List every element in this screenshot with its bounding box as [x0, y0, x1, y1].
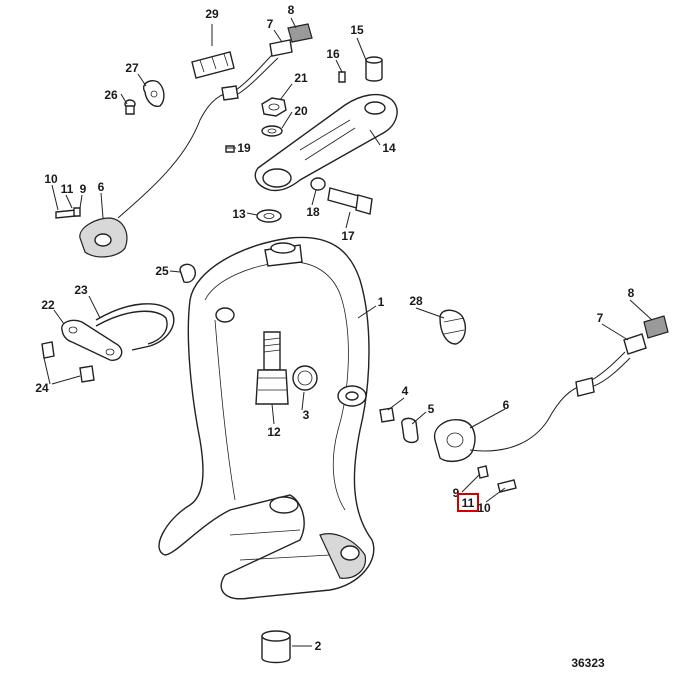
swivel-bracket-part [158, 236, 375, 600]
callout-22: 22 [41, 298, 55, 312]
callout-6-upper: 6 [98, 180, 105, 194]
callout-7-lower: 7 [597, 311, 604, 325]
callout-3: 3 [303, 408, 310, 422]
callout-labels: 29 8 7 15 16 27 26 21 20 19 14 10 11 9 6… [35, 3, 634, 653]
callout-15: 15 [350, 23, 364, 37]
highlight-box [457, 493, 479, 512]
callout-5: 5 [428, 402, 435, 416]
callout-13: 13 [232, 207, 246, 221]
callout-23: 23 [74, 283, 88, 297]
callout-4: 4 [402, 384, 409, 398]
callout-25: 25 [155, 264, 169, 278]
callout-9-upper: 9 [80, 182, 87, 196]
steering-arm-part [254, 93, 398, 192]
callout-7-upper: 7 [267, 17, 274, 31]
callout-27: 27 [125, 61, 139, 75]
callout-12: 12 [267, 425, 281, 439]
callout-14: 14 [382, 141, 396, 155]
callout-24: 24 [35, 381, 49, 395]
callout-9-lower: 9 [453, 486, 460, 500]
upper-trim-sender-assembly [55, 23, 313, 258]
callout-18: 18 [306, 205, 320, 219]
callout-26: 26 [104, 88, 118, 102]
callout-11-upper: 11 [61, 182, 74, 196]
callout-10-lower: 10 [477, 501, 491, 515]
callout-28: 28 [409, 294, 423, 308]
callout-8-upper: 8 [288, 3, 295, 17]
callout-2: 2 [315, 639, 322, 653]
callout-16: 16 [326, 47, 340, 61]
callout-29: 29 [205, 7, 219, 21]
callout-17: 17 [341, 229, 355, 243]
lower-trim-sender-assembly [433, 315, 669, 493]
callout-1: 1 [378, 295, 385, 309]
callout-21: 21 [294, 71, 308, 85]
callout-20: 20 [294, 104, 308, 118]
callout-8-lower: 8 [628, 286, 635, 300]
center-parts [255, 309, 467, 664]
callout-6-lower: 6 [503, 398, 510, 412]
callout-19: 19 [237, 141, 251, 155]
callout-10-upper: 10 [44, 172, 58, 186]
diagram-number: 36323 [571, 656, 605, 670]
left-hardware-parts [41, 263, 196, 383]
leader-lines [43, 17, 653, 647]
callout-11-lower-highlighted[interactable]: 11 [462, 496, 475, 510]
